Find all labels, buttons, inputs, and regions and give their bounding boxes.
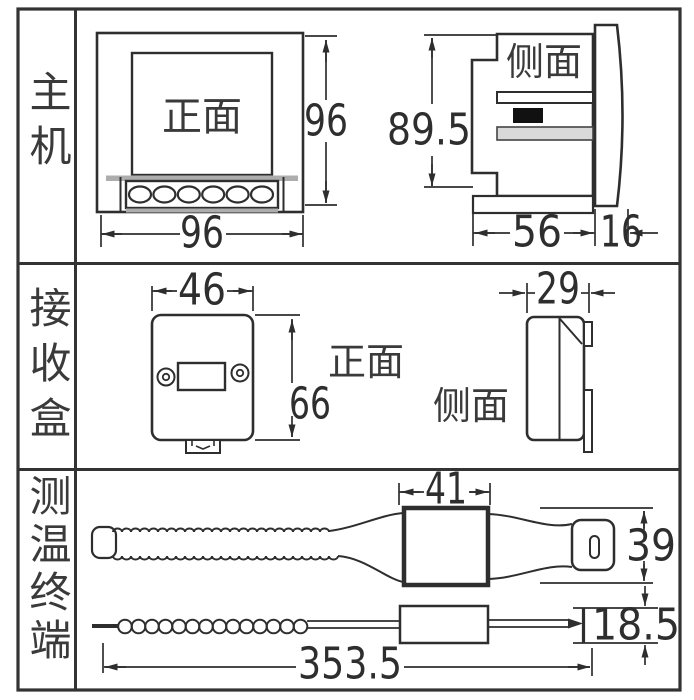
clip-top: [583, 321, 593, 347]
dim-terminal-body-width: 41: [425, 464, 467, 515]
strap-serration-bottom: [112, 555, 339, 561]
buckle-slot: [589, 535, 600, 559]
strap-serration-top: [112, 527, 330, 533]
row-label-probe-terminal: 测温终端: [23, 474, 72, 666]
receiver-front-label: 正面: [328, 340, 404, 384]
dim-receiver-side-width: 29: [536, 264, 580, 315]
dim-terminal-thickness: 18.5: [592, 600, 680, 651]
main-unit-side-label: 侧面: [506, 40, 582, 84]
table-frame: [16, 7, 682, 692]
dim-receiver-height: 66: [289, 379, 331, 430]
buttons: [127, 185, 275, 204]
sensor-body: [401, 505, 491, 588]
dim-terminal-head-height: 39: [626, 521, 676, 572]
receiver-front-dims: [151, 286, 300, 441]
row-label-receiver-box: 接收盒: [23, 286, 72, 451]
strap-tip: [90, 525, 118, 560]
main-unit-side-dims: [424, 34, 658, 246]
dim-main-side-height: 89.5: [387, 105, 471, 156]
screen-shadow: [106, 175, 298, 181]
receiver-side-label: 侧面: [433, 384, 509, 428]
bottom-tab: [185, 439, 221, 454]
receiver-box-side-view: 侧面: [433, 315, 593, 453]
clip-bottom: [583, 389, 593, 453]
dim-terminal-total-length: 353.5: [298, 639, 402, 690]
main-unit-front-view: 正面: [95, 31, 305, 214]
front-bezel: [593, 23, 624, 208]
row-label-main-unit: 主机: [23, 70, 72, 178]
connector: [513, 108, 543, 123]
screw-right: [230, 363, 250, 383]
terminal-profile-dims: [102, 586, 658, 676]
window: [176, 361, 227, 392]
receiver-side-dims: [499, 283, 615, 313]
dim-main-front-width: 96: [180, 208, 224, 259]
receiver-box-front-view: 正面: [150, 313, 404, 454]
dim-main-front-height: 96: [304, 96, 348, 147]
main-unit-front-dims: [100, 35, 337, 247]
screw-left: [156, 367, 176, 387]
screen: [130, 51, 274, 177]
probe-terminal-side-view: [92, 604, 586, 645]
main-unit-front-label: 正面: [162, 94, 242, 140]
sensor-body-profile: [398, 604, 490, 645]
dim-main-side-depth: 56: [512, 207, 562, 258]
buckle-head: [570, 518, 616, 572]
dim-main-bezel-depth: 16: [600, 207, 642, 258]
main-unit-side-view: 侧面: [470, 23, 624, 215]
terminal-top-dims: [398, 483, 653, 584]
serration-profile: [117, 618, 309, 635]
probe-terminal-top-view: [90, 505, 616, 588]
dim-receiver-width: 46: [178, 265, 226, 316]
